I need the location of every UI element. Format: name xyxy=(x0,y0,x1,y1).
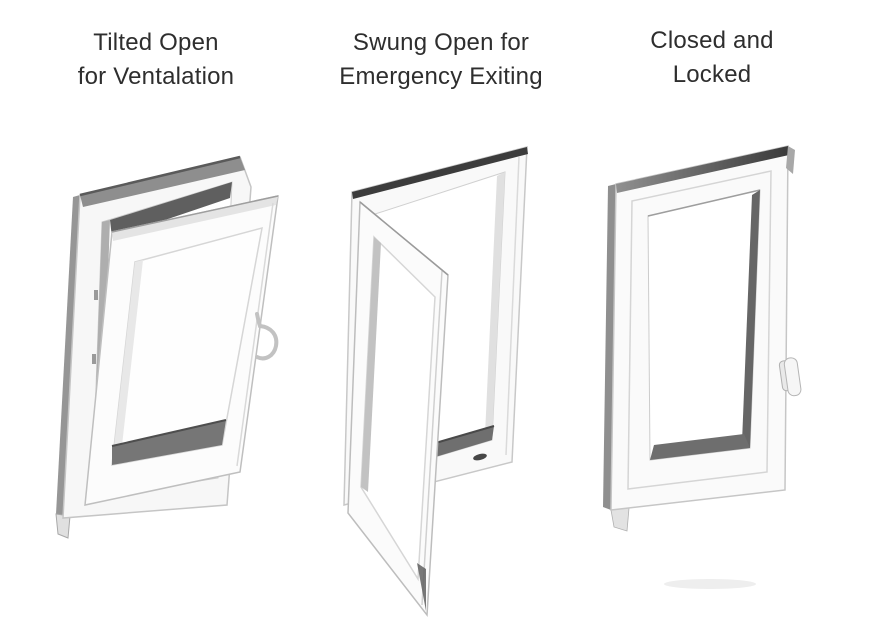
label-swung-open: Swung Open for Emergency Exiting xyxy=(316,26,566,94)
frame-top-edge-line xyxy=(79,155,241,197)
swung-window-illustration xyxy=(343,146,528,618)
label-closed-locked-line2: Locked xyxy=(672,61,752,88)
sash-top-line xyxy=(359,201,449,276)
sash-top-edge xyxy=(112,196,278,241)
tilted-window-sash xyxy=(84,195,279,506)
closed-window-illustration xyxy=(603,145,802,589)
tilt-gap-shadow xyxy=(110,182,232,238)
hinge-mark-lower xyxy=(92,354,96,364)
sash-right-profile-line xyxy=(236,202,274,467)
swung-window-sash xyxy=(347,200,449,618)
handle-grip xyxy=(783,357,802,397)
label-swung-open-line1: Swung Open for xyxy=(352,29,530,56)
latch-icon xyxy=(473,453,487,461)
frame-right-reveal xyxy=(485,172,505,440)
tilted-window-handle-icon xyxy=(255,312,279,361)
frame-right-profile-line xyxy=(505,156,520,456)
frame-top-edge xyxy=(80,157,245,207)
frame-top-edge xyxy=(616,146,789,193)
closed-window-frame xyxy=(603,145,795,532)
frame-foot xyxy=(610,507,630,532)
drop-shadow xyxy=(664,579,756,589)
label-tilted-open: Tilted Open for Ventalation xyxy=(30,26,282,94)
sill-reveal-dark xyxy=(112,420,226,465)
sash-top-line xyxy=(111,195,279,233)
frame-corner-lip xyxy=(786,146,795,174)
sash-tip-shadow xyxy=(417,563,426,611)
glass-right-reveal xyxy=(742,190,760,448)
tilted-window-illustration xyxy=(55,155,279,539)
sill-reveal-line xyxy=(111,419,227,447)
window-handle-icon xyxy=(778,357,802,397)
frame-top-edge xyxy=(352,147,528,199)
glass-hinge-reveal xyxy=(361,237,381,492)
frame-left-depth xyxy=(56,195,80,518)
label-closed-locked: Closed and Locked xyxy=(600,24,824,92)
label-closed-locked-line1: Closed and xyxy=(650,27,774,54)
glass-bottom-reveal xyxy=(650,434,750,460)
glass-left-reveal xyxy=(112,260,143,465)
frame-left-depth xyxy=(603,184,616,510)
glass-top-line xyxy=(647,189,761,217)
label-tilted-open-line2: for Ventalation xyxy=(77,63,235,90)
label-swung-open-line2: Emergency Exiting xyxy=(339,63,543,90)
sash-glass xyxy=(360,235,436,582)
sash-free-edge-line xyxy=(421,270,443,606)
hinge-mark-upper xyxy=(94,290,98,300)
sash-outline xyxy=(627,170,772,490)
label-tilted-open-line1: Tilted Open xyxy=(93,29,219,56)
